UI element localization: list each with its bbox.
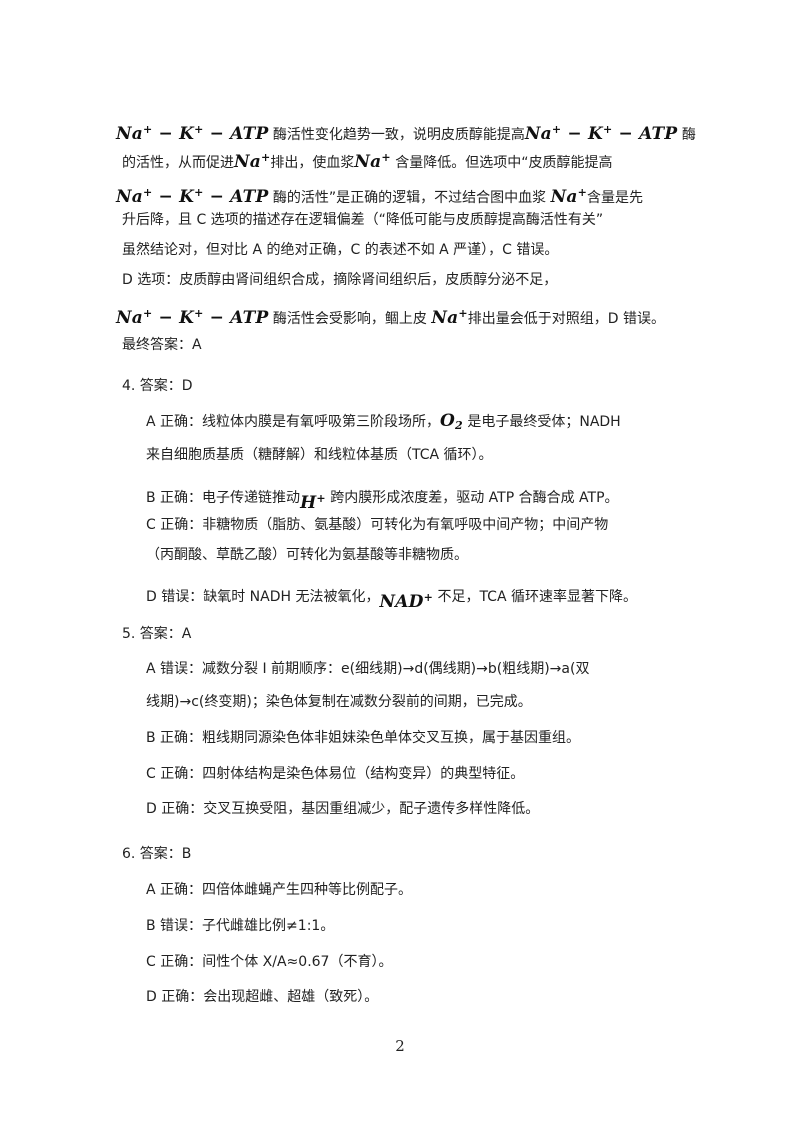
- text: B 正确：电子传递链推动: [146, 490, 301, 506]
- option-c-cont: （丙酮酸、草酰乙酸）可转化为氨基酸等非糖物质。: [146, 547, 468, 563]
- text-line: 的活性，从而促进Na+排出，使血浆Na+ 含量降低。但选项中“皮质醇能提高: [122, 146, 612, 175]
- text: 酶活性变化趋势一致，说明皮质醇能提高: [268, 127, 525, 143]
- option-c: C 正确：间性个体 X/A≈0.67（不育）。: [146, 954, 393, 970]
- question-5-heading: 5. 答案：A: [122, 626, 192, 642]
- text: D 错误：缺氧时 NADH 无法被氧化，: [146, 589, 380, 605]
- formula: H+: [300, 492, 326, 513]
- option-b: B 错误：子代雌雄比例≠1:1。: [146, 918, 335, 934]
- formula: Na+: [354, 151, 391, 172]
- option-d: D 错误：缺氧时 NADH 无法被氧化，NAD+ 不足，TCA 循环速率显著下降…: [146, 580, 637, 612]
- text: 含量降低。但选项中“皮质醇能提高: [390, 155, 613, 171]
- text: 酶活性会受影响，鲴上皮: [268, 311, 432, 327]
- option-d: D 正确：交叉互换受阻，基因重组减少，配子遗传多样性降低。: [146, 801, 540, 817]
- formula: Na+: [431, 307, 468, 328]
- formula: Na+: [550, 186, 588, 207]
- formula: Na+ − K+ − ATP: [524, 123, 678, 144]
- text: 不足，TCA 循环速率显著下降。: [433, 589, 637, 605]
- text-line: Na+ − K+ − ATP 酶活性变化趋势一致，说明皮质醇能提高Na+ − K…: [116, 118, 696, 147]
- option-c: C 正确：非糖物质（脂肪、氨基酸）可转化为有氧呼吸中间产物；中间产物: [146, 517, 609, 533]
- text-line: Na+ − K+ − ATP 酶的活性”是正确的逻辑，不过结合图中血浆 Na+含…: [116, 181, 643, 210]
- question-4-heading: 4. 答案：D: [122, 378, 193, 394]
- formula: Na+: [234, 151, 271, 172]
- text-line: D 选项：皮质醇由肾间组织合成，摘除肾间组织后，皮质醇分泌不足，: [122, 272, 558, 288]
- option-a-cont: 线期)→c(终变期)；染色体复制在减数分裂前的间期，已完成。: [146, 694, 532, 710]
- text: A 正确：线粒体内膜是有氧呼吸第三阶段场所，: [146, 414, 441, 430]
- option-a-cont: 来自细胞质基质（糖酵解）和线粒体基质（TCA 循环）。: [146, 447, 493, 463]
- text-line: 升后降，且 C 选项的描述存在逻辑偏差（“降低可能与皮质醇提高酶活性有关”: [122, 212, 604, 228]
- formula: O2: [440, 411, 463, 432]
- text: 的活性，从而促进: [122, 155, 234, 171]
- option-c: C 正确：四射体结构是染色体易位（结构变异）的典型特征。: [146, 766, 525, 782]
- text: 排出量会低于对照组，D 错误。: [467, 311, 665, 327]
- option-a: A 正确：线粒体内膜是有氧呼吸第三阶段场所，O2 是电子最终受体；NADH: [146, 409, 621, 438]
- option-a: A 错误：减数分裂 I 前期顺序：e(细线期)→d(偶线期)→b(粗线期)→a(…: [146, 661, 590, 677]
- text-line: 虽然结论对，但对比 A 的绝对正确，C 的表述不如 A 严谨），C 错误。: [122, 242, 559, 258]
- formula: Na+ − K+ − ATP: [116, 186, 269, 207]
- text: 跨内膜形成浓度差，驱动 ATP 合酶合成 ATP。: [325, 490, 619, 506]
- text-line: Na+ − K+ − ATP 酶活性会受影响，鲴上皮 Na+排出量会低于对照组，…: [116, 302, 665, 331]
- formula: NAD+: [379, 591, 433, 612]
- formula: Na+ − K+ − ATP: [116, 123, 269, 144]
- option-b: B 正确：电子传递链推动H+ 跨内膜形成浓度差，驱动 ATP 合酶合成 ATP。: [146, 481, 619, 513]
- final-answer: 最终答案：A: [122, 337, 202, 353]
- option-b: B 正确：粗线期同源染色体非姐妹染色单体交叉互换，属于基因重组。: [146, 730, 581, 746]
- text: 含量是先: [587, 190, 644, 206]
- text: 酶的活性”是正确的逻辑，不过结合图中血浆: [268, 190, 551, 206]
- text: 排出，使血浆: [270, 155, 355, 171]
- text: 是电子最终受体；NADH: [462, 414, 621, 430]
- option-a: A 正确：四倍体雌蝇产生四种等比例配子。: [146, 882, 413, 898]
- text: 酶: [677, 127, 696, 143]
- formula: Na+ − K+ − ATP: [116, 307, 269, 328]
- page-number: 2: [395, 1037, 405, 1055]
- option-d: D 正确：会出现超雌、超雄（致死）。: [146, 989, 379, 1005]
- question-6-heading: 6. 答案：B: [122, 846, 192, 862]
